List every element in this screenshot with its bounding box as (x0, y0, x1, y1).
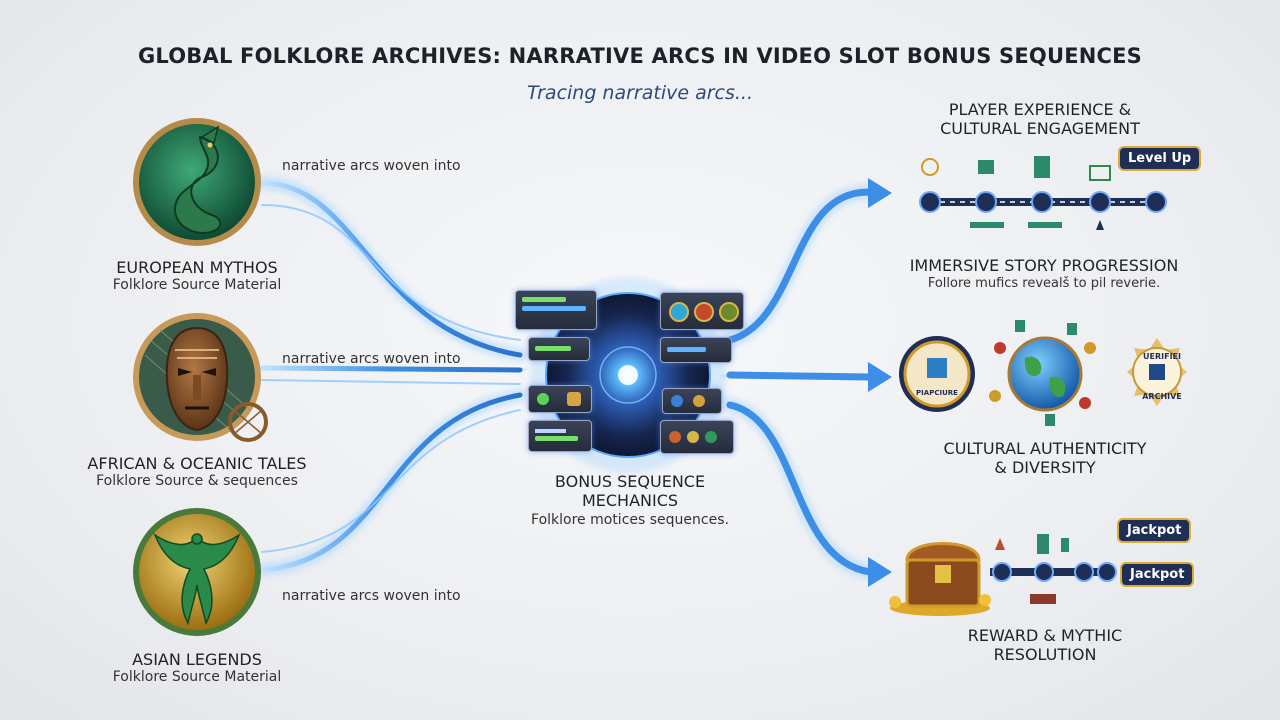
dragon-icon (133, 118, 261, 246)
bonus-panel-1 (515, 290, 597, 330)
dest1-sub: Follore mufics revealš to pil reverie. (927, 276, 1161, 291)
center-sub: Folklore motices sequences. (531, 512, 729, 528)
source-name-european: EUROPEAN MYTHOS (116, 258, 278, 277)
dest3-title-line1: REWARD & MYTHIC (967, 626, 1123, 645)
dest3-title-line2: RESOLUTION (993, 645, 1097, 664)
bonus-panel-6 (660, 337, 732, 363)
authenticity-cluster (899, 320, 1187, 426)
jackpot-badge-bottom: Jackpot (1120, 562, 1195, 587)
source-sub-asian: Folklore Source Material (112, 669, 282, 685)
bonus-panel-7 (662, 388, 722, 414)
bonus-panel-8 (660, 420, 734, 454)
flow-label-1: narrative arcs woven into (282, 158, 461, 174)
jackpot-badge-top: Jackpot (1117, 518, 1192, 543)
verified-badge-bottom: ARCHIVE (1142, 392, 1182, 401)
flow-label-2: narrative arcs woven into (282, 351, 461, 367)
phoenix-icon (133, 508, 261, 636)
dest2-title-line2: & DIVERSITY (994, 458, 1096, 477)
mask-icon (133, 313, 268, 442)
flow-label-3: narrative arcs woven into (282, 588, 461, 604)
treasure-chest-icon (889, 534, 1117, 616)
progression-track (919, 156, 1167, 230)
verified-badge-top: UERIFIEI (1143, 352, 1181, 361)
bonus-panel-2 (528, 337, 590, 361)
source-name-asian: ASIAN LEGENDS (132, 650, 262, 669)
center-title-line2: MECHANICS (581, 491, 679, 510)
source-name-african: AFRICAN & OCEANIC TALES (87, 454, 307, 473)
source-sub-european: Folklore Source Material (112, 277, 282, 293)
bonus-panel-4 (528, 420, 592, 452)
page-title: GLOBAL FOLKLORE ARCHIVES: NARRATIVE ARCS… (137, 44, 1143, 68)
page-subtitle: Tracing narrative arcs... (526, 82, 754, 104)
dest1-title: IMMERSIVE STORY PROGRESSION (909, 256, 1179, 275)
level-up-badge: Level Up (1118, 146, 1202, 171)
bonus-panel-5 (660, 292, 744, 330)
dest1-heading-line2: CULTURAL ENGAGEMENT (940, 119, 1140, 138)
source-sub-african: Folklore Source & sequences (96, 473, 298, 489)
bonus-panel-3 (528, 385, 592, 413)
dest2-title-line1: CULTURAL AUTHENTICITY (943, 439, 1147, 458)
authentic-badge-text: PIAPCIURE (916, 389, 958, 397)
dest1-heading-line1: PLAYER EXPERIENCE & (948, 100, 1132, 119)
center-title-line1: BONUS SEQUENCE (554, 472, 706, 491)
